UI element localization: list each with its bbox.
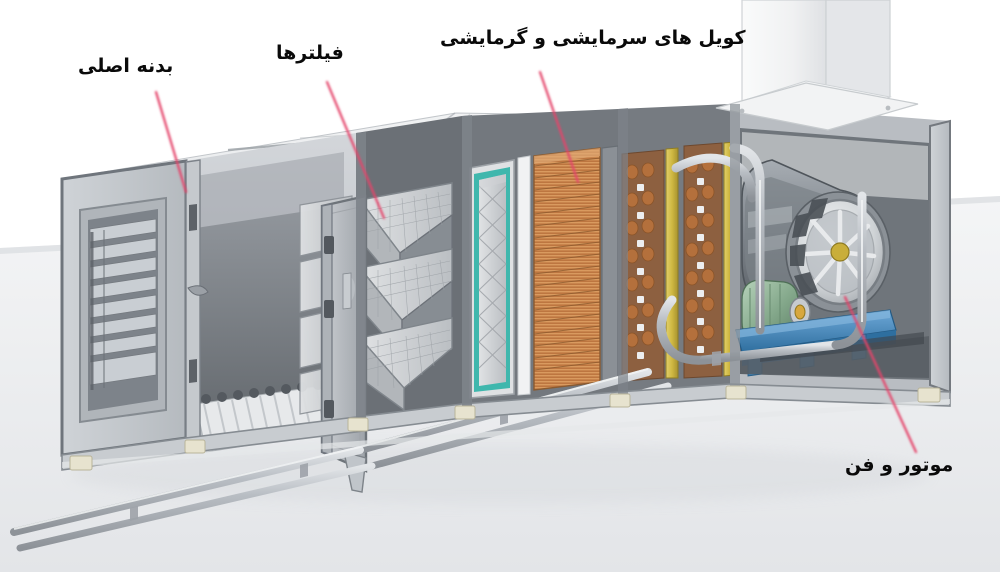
fan-blades bbox=[790, 198, 828, 296]
door-handle bbox=[342, 272, 356, 310]
leader-lines bbox=[154, 70, 918, 454]
base-rail bbox=[61, 383, 951, 471]
pleat-pattern bbox=[478, 185, 507, 369]
mullion-4 bbox=[730, 104, 740, 398]
duct-roof-flange bbox=[715, 82, 919, 131]
mullion-2 bbox=[462, 115, 472, 418]
label-main-body: بدنه اصلی bbox=[78, 55, 174, 77]
coil-tubes bbox=[533, 157, 601, 371]
hinge-upper bbox=[189, 204, 197, 231]
discharge-duct bbox=[715, 0, 919, 131]
mixing-door-leaf bbox=[185, 159, 201, 439]
unit-feet bbox=[69, 385, 941, 471]
coil-support-post bbox=[517, 155, 531, 396]
coil-fin-block bbox=[533, 147, 601, 391]
fan-wheel bbox=[785, 191, 891, 313]
mullion-1 bbox=[356, 132, 366, 432]
leader-main-body bbox=[154, 90, 188, 194]
section-filters bbox=[299, 116, 462, 493]
section-fan bbox=[730, 104, 951, 394]
header-bank-2 bbox=[683, 141, 735, 379]
door-handle-left bbox=[187, 285, 209, 296]
section-coil-headers bbox=[618, 104, 735, 392]
leader-coils bbox=[538, 70, 580, 184]
pleated-filter bbox=[469, 159, 515, 399]
hinge-lower bbox=[189, 359, 197, 383]
fan-hub bbox=[830, 242, 850, 262]
mullion-3 bbox=[618, 108, 628, 406]
door-hinges bbox=[324, 236, 334, 418]
leader-filters bbox=[325, 80, 386, 220]
leader-motor-fan bbox=[843, 295, 918, 454]
section-coils bbox=[462, 109, 619, 404]
label-cooling-heating-coils: کویل های سرمایشی و گرمایشی bbox=[440, 27, 746, 49]
casing-frame bbox=[61, 104, 951, 471]
pleated-filter-media bbox=[479, 174, 506, 386]
damper-blades bbox=[89, 218, 157, 390]
label-filters: فیلترها bbox=[276, 42, 344, 64]
return-bends-2 bbox=[685, 156, 715, 353]
coil-side-frame bbox=[601, 145, 619, 383]
right-end-panel bbox=[929, 119, 951, 394]
header-bank-1 bbox=[621, 147, 679, 382]
label-motor-and-fan: موتور و فن bbox=[845, 454, 954, 476]
access-door-open bbox=[320, 194, 368, 493]
return-bends-1 bbox=[625, 162, 655, 359]
